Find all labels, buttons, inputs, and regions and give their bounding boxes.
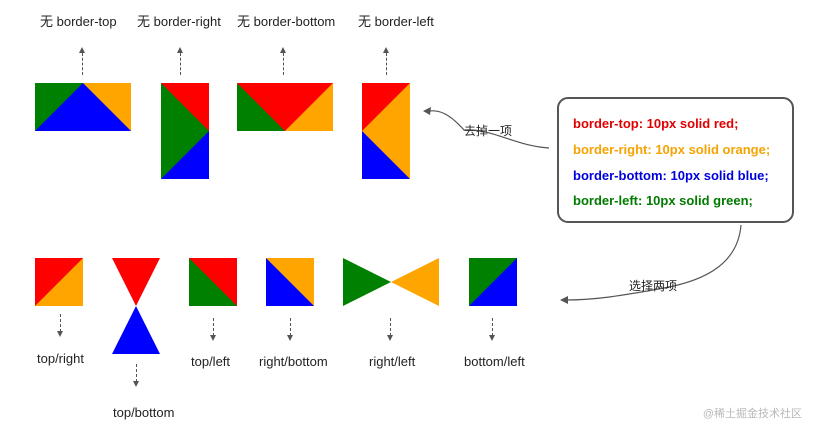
- label-bottom-left: bottom/left: [464, 354, 525, 369]
- note-choose-two: 选择两项: [629, 279, 678, 293]
- dashed-connector: [180, 53, 181, 75]
- arrow-down-icon: [287, 335, 293, 341]
- shape-no-border-top: [35, 83, 131, 131]
- dashed-connector: [386, 53, 387, 75]
- label-no-border-bottom: 无 border-bottom: [237, 14, 336, 29]
- dashed-connector: [82, 53, 83, 75]
- legend-border-right: border-right: 10px solid orange;: [573, 142, 771, 157]
- label-no-border-left: 无 border-left: [358, 14, 434, 29]
- dashed-connector: [136, 364, 137, 382]
- border-legend-box: border-top: 10px solid red; border-right…: [557, 97, 794, 223]
- shape-no-border-right: [161, 83, 209, 179]
- shape-right-left: [343, 258, 439, 306]
- arrow-up-icon: [79, 47, 85, 53]
- arrow-up-icon: [177, 47, 183, 53]
- arrow-down-icon: [489, 335, 495, 341]
- shape-top-bottom: [112, 258, 160, 354]
- curve-choose-two: [565, 224, 742, 301]
- arrow-down-icon: [387, 335, 393, 341]
- shape-no-border-left: [362, 83, 410, 179]
- shape-top-right: [35, 258, 83, 306]
- arrow-down-icon: [210, 335, 216, 341]
- legend-border-left: border-left: 10px solid green;: [573, 193, 753, 208]
- dashed-connector: [492, 318, 493, 336]
- dashed-connector: [60, 314, 61, 332]
- label-top-right: top/right: [37, 351, 84, 366]
- watermark: @稀土掘金技术社区: [702, 408, 802, 420]
- label-right-left: right/left: [369, 354, 416, 369]
- shape-top-left: [189, 258, 237, 306]
- label-no-border-right: 无 border-right: [137, 14, 221, 29]
- shape-bottom-left: [469, 258, 517, 306]
- label-no-border-top: 无 border-top: [40, 14, 117, 29]
- legend-border-bottom: border-bottom: 10px solid blue;: [573, 168, 769, 183]
- arrow-down-icon: [57, 331, 63, 337]
- label-top-left: top/left: [191, 354, 231, 369]
- shape-no-border-bottom: [237, 83, 333, 131]
- dashed-connector: [390, 318, 391, 336]
- curve-remove-one: [428, 110, 550, 149]
- note-remove-one: 去掉一项: [464, 124, 513, 138]
- label-right-bottom: right/bottom: [259, 354, 328, 369]
- arrow-up-icon: [280, 47, 286, 53]
- arrow-left-icon: [560, 296, 568, 304]
- legend-border-top: border-top: 10px solid red;: [573, 116, 739, 131]
- arrow-left-icon: [423, 107, 431, 115]
- dashed-connector: [283, 53, 284, 75]
- label-top-bottom: top/bottom: [113, 405, 175, 420]
- dashed-connector: [290, 318, 291, 336]
- dashed-connector: [213, 318, 214, 336]
- arrow-down-icon: [133, 381, 139, 387]
- shape-right-bottom: [266, 258, 314, 306]
- arrow-up-icon: [383, 47, 389, 53]
